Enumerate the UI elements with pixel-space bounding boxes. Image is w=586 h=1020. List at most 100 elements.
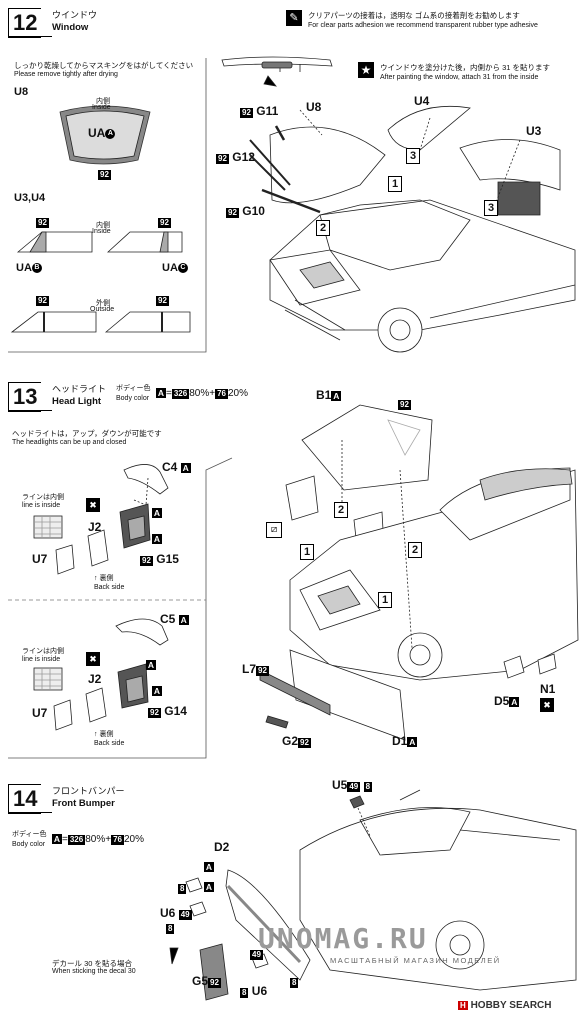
paint-8-b: 8 (166, 924, 175, 934)
step-ref-1: 1 (388, 176, 402, 192)
color-a-2: A (152, 534, 162, 544)
paint-92-b1: 92 (398, 400, 411, 410)
ref-2-b: 2 (408, 542, 422, 558)
no-glue-icon-1: ✖ (86, 498, 100, 512)
step-ref-2: 2 (316, 220, 330, 236)
step-14-title-jp: フロントバンパー (52, 786, 125, 796)
star-icon: ★ (358, 62, 374, 78)
paint-92-u8: 92 (98, 170, 111, 180)
color-a-3: A (146, 660, 156, 670)
clear-adhesive-note-en: For clear parts adhesion we recommend tr… (308, 22, 538, 29)
part-g12: 92 G12 (216, 150, 255, 164)
part-g10: 92 G10 (226, 204, 265, 218)
paint-49-b: 49 (250, 950, 263, 960)
part-j2-a: J2 (88, 520, 102, 534)
hobby-search-logo: H HOBBY SEARCH (458, 1000, 552, 1011)
line-inside-en-1: line is inside (22, 502, 61, 509)
headlight-note-en: The headlights can be up and closed (12, 439, 127, 446)
part-g11: 92 G11 (240, 104, 279, 118)
ref-1-b: 1 (378, 592, 392, 608)
unomag-watermark: UNOMAG.RU (258, 922, 428, 955)
no-glue-icon-2: ✖ (86, 652, 100, 666)
part-n1: N1 (540, 682, 556, 696)
part-u4: U4 (414, 94, 430, 108)
part-u7-b: U7 (32, 706, 48, 720)
part-c5: C5 A (160, 612, 189, 626)
u34-inside-jp: 内側 (96, 222, 110, 229)
part-u7-a: U7 (32, 552, 48, 566)
part-u3: U3 (526, 124, 542, 138)
u34-inside-en: Inside (92, 228, 111, 235)
line-inside-en-2: line is inside (22, 656, 61, 663)
step-14-title-en: Front Bumper (52, 798, 115, 809)
part-j2-b: J2 (88, 672, 102, 686)
part-c4: C4 A (162, 460, 191, 474)
label-u8: U8 (14, 86, 29, 98)
step-12-number: 12 (8, 8, 42, 38)
window-paint-note-en: After painting the window, attach 31 fro… (380, 74, 539, 81)
color-a-6: A (204, 882, 214, 892)
part-g14: 92 G14 (148, 704, 187, 718)
part-u6-b: 8 U6 (240, 984, 268, 998)
unomag-watermark-sub: МАСШТАБНЫЙ МАГАЗИН МОДЕЛЕЙ (330, 956, 501, 965)
paint-8-a: 8 (178, 884, 187, 894)
part-g15: 92 G15 (140, 552, 179, 566)
adhesive-icon: ✎ (286, 10, 302, 26)
u34-outside-en: Outside (90, 306, 115, 313)
ref-2-a: 2 (334, 502, 348, 518)
paint-92-a: 92 (36, 218, 49, 228)
color-a-1: A (152, 508, 162, 518)
step-13-title-en: Head Light (52, 396, 102, 407)
step-14-rule (8, 812, 52, 813)
part-d2: D2 (214, 840, 230, 854)
step-14-number: 14 (8, 784, 42, 814)
decal-note-jp: デカール 30 を貼る場合 (52, 959, 133, 968)
step-13-number: 13 (8, 382, 42, 412)
line-inside-jp-1: ラインは内側 (22, 494, 64, 501)
u8-inside-en: Inside (92, 104, 111, 111)
step-13-title-jp: ヘッドライト (52, 384, 107, 394)
part-u8: U8 (306, 100, 322, 114)
headlight-note-jp: ヘッドライトは，アップ，ダウンが可能です (12, 429, 162, 438)
paint-92-d: 92 (156, 296, 169, 306)
mask-note-en: Please remove tightly after drying (14, 71, 118, 78)
mask-note-jp: しっかり乾燥してからマスキングをはがしてください (14, 61, 194, 70)
color-a-4: A (152, 686, 162, 696)
no-glue-icon-4: ✖ (540, 698, 554, 712)
no-glue-icon-3: ⧄ (266, 522, 282, 538)
u8-inside-jp: 内側 (96, 98, 110, 105)
step-12-title-jp: ウインドウ (52, 10, 98, 20)
decal-note-en: When sticking the decal 30 (52, 968, 136, 975)
paint-92-c: 92 (36, 296, 49, 306)
step-13-rule (8, 410, 52, 411)
label-u3u4: U3,U4 (14, 192, 46, 204)
u34-outside-jp: 外側 (96, 300, 110, 307)
step-12-title-en: Window (52, 22, 89, 33)
line-inside-jp-2: ラインは内側 (22, 648, 64, 655)
ref-1-a: 1 (300, 544, 314, 560)
part-u6-a: U6 49 (160, 906, 192, 920)
color-a-5: A (204, 862, 214, 872)
paint-8-c: 8 (290, 978, 299, 988)
step-12-rule (8, 36, 52, 37)
paint-92-b: 92 (158, 218, 171, 228)
step-ref-3b: 3 (484, 200, 498, 216)
step-ref-3a: 3 (406, 148, 420, 164)
clear-adhesive-note-jp: クリアパーツの接着は，透明な ゴム系の接着剤をお勧めします (308, 11, 520, 20)
